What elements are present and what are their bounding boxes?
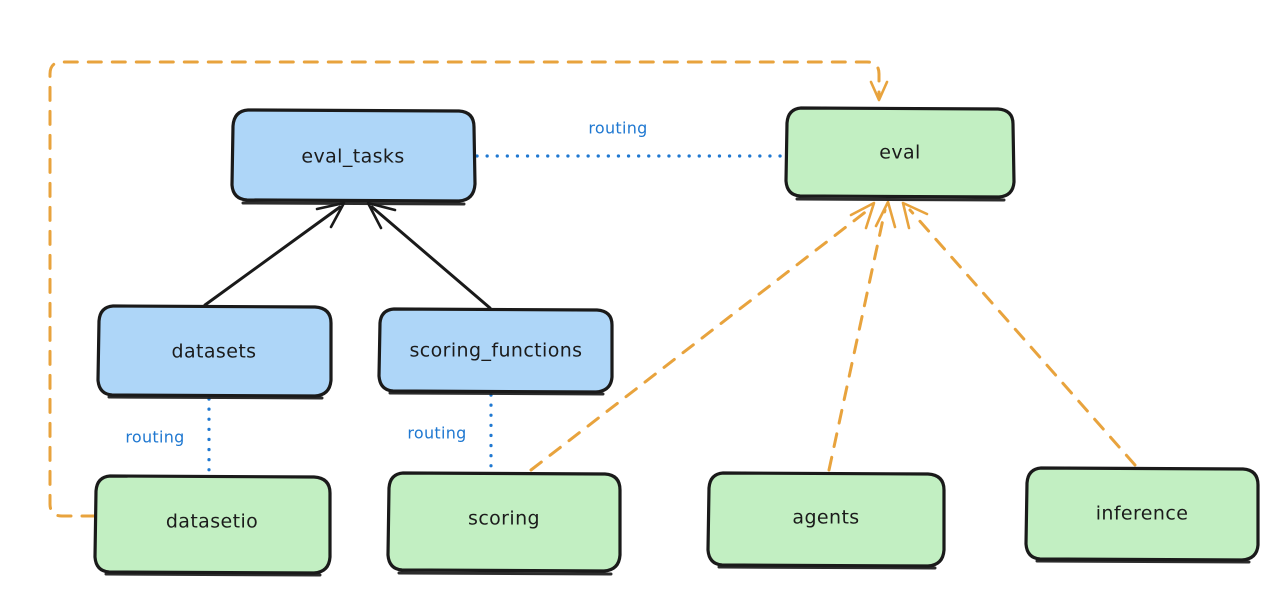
node-datasets-label: datasets	[172, 341, 257, 363]
edge-path-datasetio-eval	[48, 60, 881, 518]
node-eval-tasks[interactable]: eval_tasks	[230, 108, 477, 206]
edge-scoringfunctions-to-evaltasks	[366, 201, 492, 310]
node-scoring-functions-shadow	[388, 391, 605, 396]
edge-inference-to-eval	[901, 201, 1137, 467]
node-layer: eval_tasks eval datasets scoring_functio…	[93, 106, 1260, 577]
node-agents-box[interactable]	[706, 471, 946, 568]
node-eval-tasks-label: eval_tasks	[301, 146, 404, 168]
node-inference-shadow	[1035, 559, 1251, 564]
arrowhead-inference-eval	[901, 201, 929, 230]
node-agents-shadow	[717, 565, 937, 570]
node-inference-box[interactable]	[1024, 466, 1260, 562]
edge-layer: routing routing routing	[48, 60, 1137, 518]
node-eval-tasks-shadow	[241, 201, 466, 206]
edge-datasets-to-evaltasks	[203, 201, 346, 307]
node-scoring-functions[interactable]: scoring_functions	[377, 307, 614, 396]
edge-evaltasks-to-eval: routing	[475, 119, 786, 158]
arrowhead-agents-eval	[874, 200, 897, 229]
edge-scoringfunctions-to-scoring: routing	[407, 393, 493, 474]
node-datasetio-shadow	[104, 572, 322, 577]
node-datasetio[interactable]: datasetio	[93, 474, 332, 577]
edge-datasetio-to-eval	[48, 60, 889, 518]
edge-datasets-to-datasetio: routing	[125, 397, 211, 476]
node-scoring-functions-label: scoring_functions	[410, 340, 583, 362]
edge-label-routing-top: routing	[588, 119, 647, 138]
arrowhead-datasetio-eval	[869, 80, 889, 102]
node-agents[interactable]: agents	[706, 471, 946, 570]
edge-agents-to-eval	[827, 200, 897, 472]
edge-path-scoringfunctions-evaltasks	[370, 205, 492, 310]
node-eval-label: eval	[879, 142, 920, 164]
arrowhead-scoring-eval	[849, 201, 876, 230]
node-eval-tasks-box[interactable]	[230, 108, 477, 203]
edge-path-scoring-eval	[529, 208, 870, 472]
edge-label-routing-middle: routing	[407, 424, 466, 443]
node-scoring[interactable]: scoring	[386, 471, 622, 576]
node-datasetio-box[interactable]	[93, 474, 332, 575]
node-scoring-shadow	[397, 571, 613, 576]
edge-scoring-to-eval	[529, 201, 876, 472]
edge-path-inference-eval	[908, 208, 1137, 467]
node-inference[interactable]: inference	[1024, 466, 1260, 564]
edge-label-routing-left: routing	[125, 428, 184, 447]
node-scoring-label: scoring	[468, 508, 540, 530]
node-datasets-shadow	[107, 395, 324, 400]
edge-path-datasets-evaltasks	[203, 205, 342, 307]
node-eval[interactable]: eval	[784, 106, 1016, 202]
node-inference-label: inference	[1096, 503, 1189, 525]
node-eval-shadow	[795, 197, 1006, 202]
node-datasets[interactable]: datasets	[96, 304, 333, 400]
node-scoring-functions-box[interactable]	[377, 307, 614, 394]
node-eval-box[interactable]	[784, 106, 1016, 199]
node-datasetio-label: datasetio	[166, 511, 258, 533]
node-scoring-box[interactable]	[386, 471, 622, 573]
node-datasets-box[interactable]	[96, 304, 333, 398]
node-agents-label: agents	[792, 507, 859, 529]
edge-path-agents-eval	[827, 208, 887, 472]
